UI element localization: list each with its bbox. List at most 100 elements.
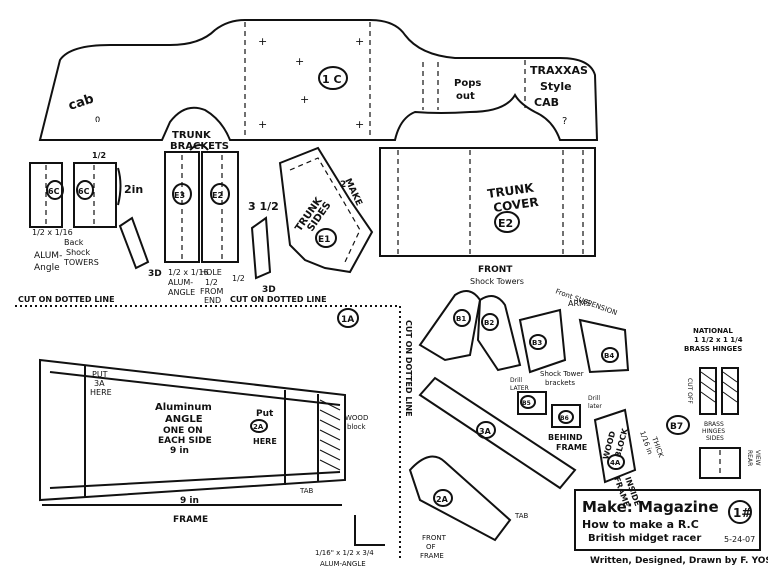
three-half-dim: 3 1/2 [248, 200, 279, 213]
alum-angle-5: 9 in [170, 446, 189, 456]
drill-later-4: later [588, 403, 602, 410]
wood-block-label-2: BLOCK [613, 427, 630, 459]
svg-text:+: + [355, 118, 364, 131]
from-label: FROM [200, 287, 223, 296]
brass-2: BRASS [704, 421, 724, 428]
front-susp-2: ARMS [568, 299, 591, 308]
right-mark: ? [562, 116, 567, 127]
shock-tower-brackets-2: brackets [545, 379, 575, 387]
alum-angle-1: Aluminum [155, 402, 212, 413]
style-label: Style [540, 80, 572, 93]
frame-tab: TAB [299, 487, 314, 495]
front-tab: TAB [514, 512, 529, 520]
put-2a-1: Put [256, 409, 274, 419]
part-code-6c-a: 6C [48, 187, 60, 196]
traxxas-label: TRAXXAS [530, 64, 588, 77]
part-6c-right [73, 162, 117, 228]
drill-later-2: LATER [510, 385, 529, 392]
e-alum-2: ANGLE [168, 288, 195, 297]
alum-label-1: ALUM- [34, 251, 62, 261]
front-of-frame-3: FRAME [420, 552, 444, 560]
put-2a-2: 2A [253, 423, 264, 431]
towers-label: TOWERS [63, 258, 99, 267]
front-label: FRONT [478, 265, 513, 275]
part-code-e3: E3 [174, 191, 185, 200]
hinges-brass: BRASS HINGES [684, 345, 742, 353]
credit-line: Written, Designed, Drawn by F. YOST [590, 556, 768, 566]
part-code-b2: B2 [484, 319, 494, 327]
behind-frame-1: BEHIND [548, 433, 583, 442]
hinges-national: NATIONAL [693, 327, 733, 335]
hinges-dim: 1 1/2 x 1 1/4 [694, 336, 743, 344]
wood-block-1: WOOD [345, 414, 368, 422]
front-of-frame-2: OF [426, 543, 436, 551]
part-code-e1: E1 [318, 235, 330, 245]
cut-lines: CUT ON DOTTED LINE CUT ON DOTTED LINE CU… [15, 295, 413, 560]
hinges-2: HINGES [702, 428, 725, 435]
alum-angle-4: EACH SIDE [158, 436, 212, 446]
part-code-b5: B5 [522, 400, 531, 407]
drill-later-3: Drill [588, 395, 600, 402]
part-code-e2-cover: E2 [498, 217, 513, 230]
end-label: END [204, 296, 221, 305]
hole-dim: 1/2 [205, 278, 218, 287]
part-code-1c: 1 C [322, 73, 342, 86]
part-code-b3: B3 [532, 339, 542, 347]
frame-label: FRAME [173, 515, 208, 525]
put-3a-1: PUT [92, 370, 108, 379]
cut-line-vertical: CUT ON DOTTED LINE [404, 320, 413, 417]
alum-label-2: Angle [34, 263, 60, 273]
rear-view-1: REAR [746, 450, 753, 466]
trunk-cover-label-1: TRUNK [486, 181, 535, 201]
rear-view-2: VIEW [754, 450, 761, 466]
part-code-6c-b: 6C [78, 187, 90, 196]
trunk-brackets: TRUNK BRACKETS [170, 130, 229, 152]
shock-towers-label: Shock Towers [470, 277, 524, 286]
shock-tower-parts: 6C 6C 1/2 2in 1/2 x 1/16 ALUM- Angle Bac… [29, 151, 162, 279]
behind-frame-2: FRAME [556, 443, 587, 452]
sides-label: SIDES [706, 435, 724, 442]
cab-style-label: CAB [534, 96, 559, 109]
out-label: out [456, 91, 475, 102]
part-circle-1c [318, 66, 348, 90]
trunk-cover-label-2: COVER [492, 195, 539, 215]
three-d-left: 3D [148, 269, 162, 279]
trunk-cover: TRUNK COVER E2 [379, 147, 596, 257]
drawing-date: 5-24-07 [724, 535, 755, 544]
part-code-b7: B7 [670, 422, 683, 432]
frame-1a: 1A PUT 3A HERE Aluminum ANGLE ONE ON EAC… [39, 308, 385, 568]
sheet-number-circle [728, 500, 752, 524]
half-dim: 1/2 [92, 151, 106, 160]
brass-hinges: NATIONAL 1 1/2 x 1 1/4 BRASS HINGES B7 C… [666, 327, 761, 479]
part-code-1a: 1A [341, 315, 354, 325]
e-alum-1: ALUM- [168, 278, 193, 287]
pops-label: Pops [454, 78, 481, 89]
part-code-3a: 3A [479, 427, 492, 436]
cut-off-label: CUT OFF [686, 378, 693, 404]
two-in-dim: 2in [124, 183, 143, 196]
part-code-e2-small: E2 [212, 191, 223, 200]
shock-tower-brackets-1: Shock Tower [540, 370, 584, 378]
front-of-frame-1: FRONT [422, 534, 447, 542]
sheet-number: 1# [733, 506, 751, 520]
shock-label: Shock [66, 248, 90, 257]
e-dim: 1/2 x 1/16 [168, 268, 209, 277]
rivet-marks: ++ ++ ++ [258, 35, 364, 131]
part-code-2a: 2A [436, 495, 449, 504]
frame-length: 9 in [180, 496, 199, 506]
thick-1: 1/16 in [638, 430, 654, 456]
e-brackets: E3 E2 3 1/2 1/2 x 1/16 ALUM- ANGLE HOLE … [164, 151, 279, 305]
part-code-b4: B4 [604, 352, 614, 360]
make-magazine-title: Make: Magazine [582, 498, 719, 516]
shock-dim: 1/2 x 1/16 [32, 228, 73, 237]
cut-line-left: CUT ON DOTTED LINE [18, 295, 115, 304]
svg-text:+: + [300, 93, 309, 106]
cab-mark: ი [95, 114, 100, 125]
put-3a-3: HERE [90, 388, 112, 397]
body-shell: cab ი 1 C Pops out TRAXXAS Style CAB ? +… [38, 19, 599, 141]
hole-label: HOLE [200, 268, 222, 277]
part-code-4a: 4A [610, 459, 621, 467]
back-label: Back [64, 238, 84, 247]
three-d-mid: 3D [262, 285, 276, 295]
